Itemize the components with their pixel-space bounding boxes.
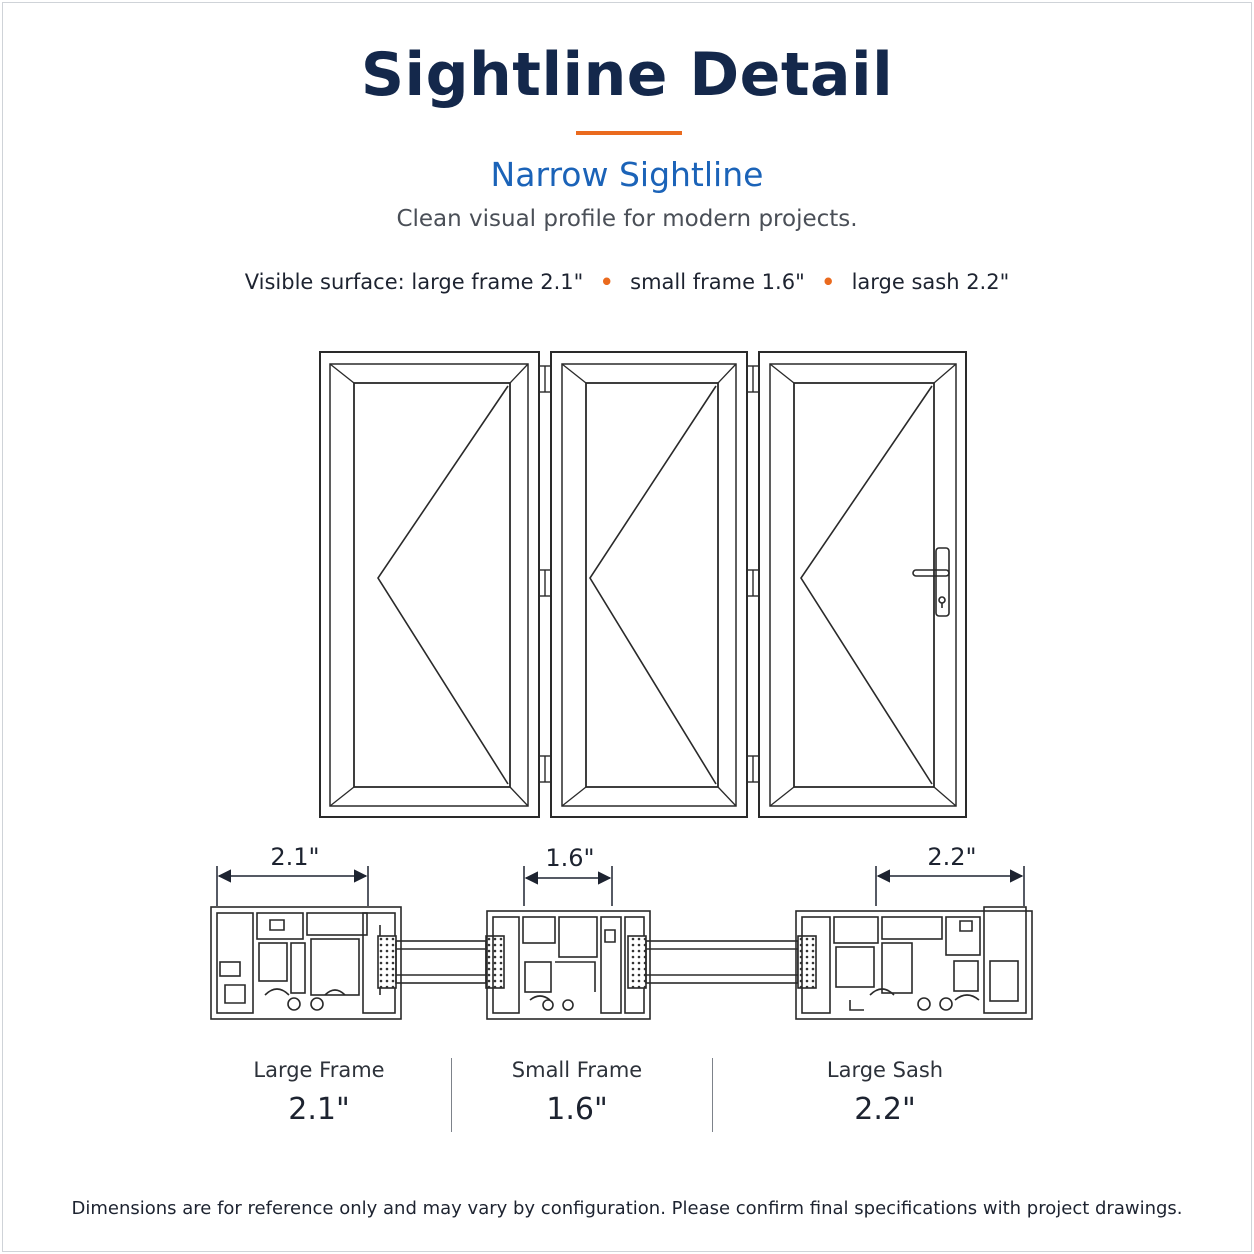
profile-name: Large Frame bbox=[253, 1058, 385, 1082]
door-panel-middle bbox=[550, 351, 748, 818]
door-panel-left bbox=[319, 351, 540, 818]
column-divider bbox=[712, 1058, 713, 1132]
door-panel-right bbox=[758, 351, 967, 818]
large-frame-profile bbox=[210, 906, 402, 1020]
separator-dot: • bbox=[821, 270, 835, 294]
section-description: Clean visual profile for modern projects… bbox=[396, 206, 858, 232]
profile-value: 2.2" bbox=[854, 1092, 916, 1127]
page-title: Sightline Detail bbox=[360, 40, 894, 110]
visible-surface-prefix: Visible surface: bbox=[244, 270, 405, 294]
profile-label-large-frame: Large Frame 2.1" bbox=[189, 1058, 449, 1127]
glass-unit-left bbox=[377, 935, 505, 989]
column-divider bbox=[451, 1058, 452, 1132]
visible-surface-item: small frame 1.6" bbox=[630, 270, 805, 294]
large-sash-profile bbox=[795, 906, 1033, 1020]
profile-value: 2.1" bbox=[288, 1092, 350, 1127]
dimension-label-small-frame: 1.6" bbox=[545, 844, 594, 872]
profile-name: Large Sash bbox=[826, 1058, 944, 1082]
separator-dot: • bbox=[600, 270, 614, 294]
disclaimer-footer: Dimensions are for reference only and ma… bbox=[71, 1198, 1183, 1219]
profile-label-large-sash: Large Sash 2.2" bbox=[755, 1058, 1015, 1127]
profile-name: Small Frame bbox=[511, 1058, 643, 1082]
door-elevation bbox=[319, 351, 967, 818]
visible-surface-line: Visible surface: large frame 2.1" • smal… bbox=[0, 270, 1254, 294]
title-accent-bar bbox=[576, 131, 682, 135]
dimension-lines bbox=[216, 866, 1025, 906]
visible-surface-item: large sash 2.2" bbox=[851, 270, 1010, 294]
visible-surface-item: large frame 2.1" bbox=[411, 270, 584, 294]
profile-label-small-frame: Small Frame 1.6" bbox=[447, 1058, 707, 1127]
dimension-label-large-sash: 2.2" bbox=[927, 843, 976, 871]
glass-unit-right bbox=[627, 935, 817, 989]
door-handle-icon bbox=[912, 547, 950, 617]
profile-cross-sections bbox=[210, 906, 1033, 1020]
small-frame-profile bbox=[486, 910, 651, 1020]
profile-value: 1.6" bbox=[546, 1092, 608, 1127]
section-subtitle: Narrow Sightline bbox=[490, 155, 764, 194]
hinge-set bbox=[538, 365, 760, 783]
dimension-label-large-frame: 2.1" bbox=[270, 843, 319, 871]
